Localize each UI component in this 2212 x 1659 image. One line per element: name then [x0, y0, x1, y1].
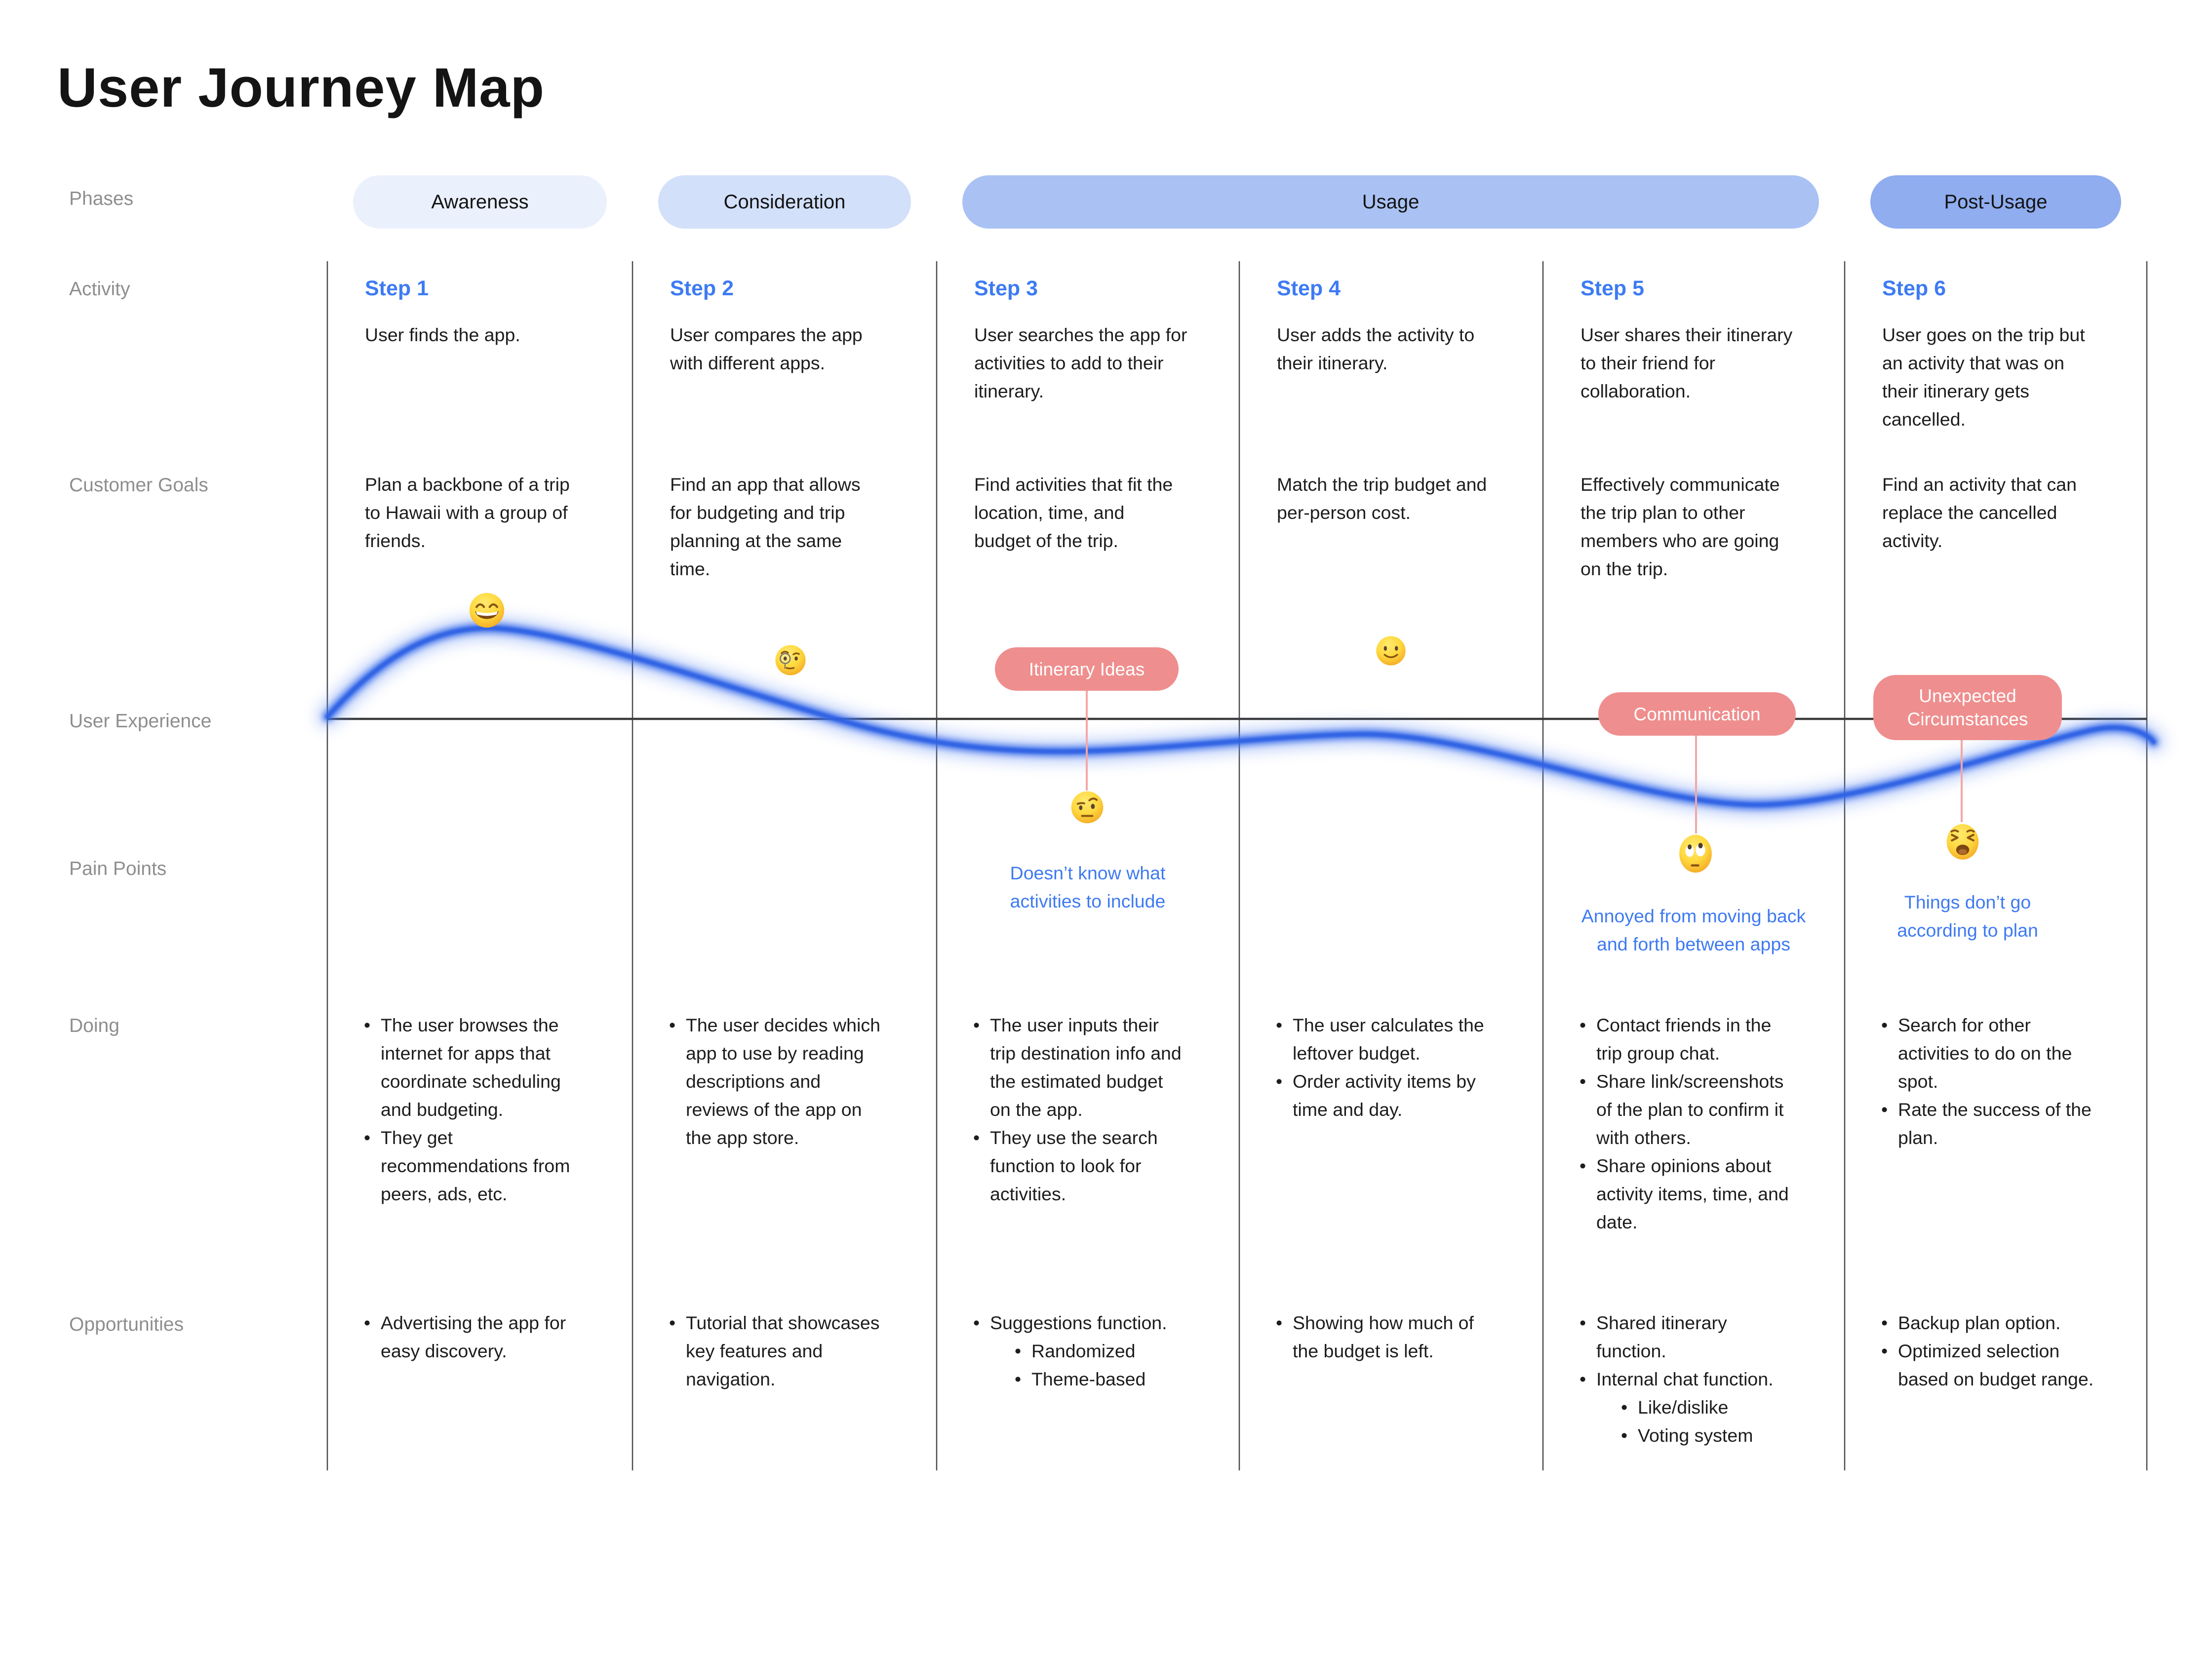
stem-line — [1695, 736, 1697, 833]
experience-wave — [317, 618, 2164, 815]
badge-itinerary-ideas: Itinerary Ideas — [995, 647, 1179, 691]
row-label-opportunities: Opportunities — [69, 1314, 184, 1335]
doing-item: Search for other activities to do on the… — [1880, 1011, 2120, 1096]
phase-pill-usage: Usage — [962, 175, 1819, 229]
badge-communication: Communication — [1598, 692, 1796, 736]
row-label-pain-points: Pain Points — [69, 858, 167, 879]
opportunities-list: Backup plan option. Optimized selection … — [1880, 1309, 2120, 1393]
row-label-user-experience: User Experience — [69, 711, 212, 732]
doing-item: Order activity items by time and day. — [1275, 1067, 1515, 1124]
step-title: Step 2 — [670, 276, 734, 300]
opportunity-subitem: Voting system — [1620, 1422, 1818, 1450]
step-title: Step 3 — [974, 276, 1038, 300]
doing-item: The user calculates the leftover budget. — [1275, 1011, 1515, 1067]
phase-label: Awareness — [431, 191, 529, 213]
row-label-doing: Doing — [69, 1015, 119, 1036]
step-title: Step 1 — [365, 276, 429, 300]
goal-text: Match the trip budget and per-person cos… — [1277, 474, 1487, 523]
emoji-grinning-face-icon — [468, 592, 506, 629]
opportunity-item: Tutorial that showcases key features and… — [668, 1309, 908, 1393]
pain-point-text: Doesn’t know what activities to include — [1010, 863, 1166, 911]
doing-item: They get recommendations from peers, ads… — [363, 1124, 603, 1208]
opportunity-item: Advertising the app for easy discovery. — [363, 1309, 603, 1365]
step-title: Step 5 — [1580, 276, 1645, 300]
doing-list: Search for other activities to do on the… — [1880, 1011, 2120, 1152]
activity-text: User searches the app for activities to … — [974, 324, 1187, 401]
opportunities-list: Suggestions function. Randomized Theme-b… — [972, 1309, 1212, 1393]
stem-line — [1961, 740, 1963, 822]
opportunity-item: Backup plan option. — [1880, 1309, 2120, 1337]
opportunity-item: Suggestions function. — [972, 1309, 1212, 1337]
doing-item: The user browses the internet for apps t… — [363, 1011, 603, 1124]
goal-text: Effectively communicate the trip plan to… — [1580, 474, 1780, 579]
phase-pill-post-usage: Post-Usage — [1870, 175, 2121, 229]
emoji-eye-roll-face-icon — [1677, 833, 1714, 874]
pain-point-text: Annoyed from moving back and forth betwe… — [1581, 906, 1806, 954]
step-title: Step 4 — [1277, 276, 1341, 300]
opportunities-list: Advertising the app for easy discovery. — [363, 1309, 603, 1365]
opportunity-subitem: Randomized — [1014, 1337, 1212, 1365]
activity-text: User shares their itinerary to their fri… — [1580, 324, 1793, 401]
opportunity-item: Shared itinerary function. — [1579, 1309, 1818, 1365]
phase-label: Usage — [1362, 191, 1420, 213]
doing-list: Contact friends in the trip group chat. … — [1579, 1011, 1818, 1236]
doing-item: Share link/screenshots of the plan to co… — [1579, 1067, 1818, 1152]
row-label-customer-goals: Customer Goals — [69, 474, 208, 496]
activity-text: User compares the app with different app… — [670, 324, 863, 373]
stem-line — [1086, 691, 1088, 790]
column-grid-lines — [326, 261, 2148, 1470]
row-label-activity: Activity — [69, 278, 130, 300]
step-title: Step 6 — [1882, 276, 1946, 300]
goal-text: Find activities that fit the location, t… — [974, 474, 1173, 551]
doing-item: They use the search function to look for… — [972, 1124, 1212, 1208]
doing-list: The user calculates the leftover budget.… — [1275, 1011, 1515, 1124]
opportunity-item: Internal chat function. — [1579, 1365, 1818, 1393]
doing-list: The user decides which app to use by rea… — [668, 1011, 908, 1152]
phase-pill-consideration: Consideration — [658, 175, 911, 229]
opportunity-item: Optimized selection based on budget rang… — [1880, 1337, 2120, 1393]
phase-label: Consideration — [723, 191, 846, 213]
doing-list: The user browses the internet for apps t… — [363, 1011, 603, 1208]
phase-pill-awareness: Awareness — [353, 175, 607, 229]
activity-text: User adds the activity to their itinerar… — [1277, 324, 1475, 373]
doing-item: Contact friends in the trip group chat. — [1579, 1011, 1818, 1067]
row-label-phases: Phases — [69, 188, 134, 209]
opportunities-list: Showing how much of the budget is left. — [1275, 1309, 1515, 1365]
doing-item: Share opinions about activity items, tim… — [1579, 1152, 1818, 1236]
goal-text: Find an activity that can replace the ca… — [1882, 474, 2077, 551]
opportunity-subitem: Theme-based — [1014, 1365, 1212, 1393]
activity-text: User goes on the trip but an activity th… — [1882, 324, 2085, 430]
badge-unexpected-circumstances: Unexpected Circumstances — [1873, 675, 2062, 740]
doing-item: Rate the success of the plan. — [1880, 1096, 2120, 1152]
opportunities-list: Shared itinerary function. Internal chat… — [1579, 1309, 1818, 1450]
page-title: User Journey Map — [57, 57, 545, 119]
doing-item: The user inputs their trip destination i… — [972, 1011, 1212, 1124]
phase-label: Post-Usage — [1944, 191, 2048, 213]
emoji-monocle-face-icon — [774, 644, 807, 676]
pain-point-text: Things don’t go according to plan — [1897, 892, 2038, 941]
emoji-weary-face-icon — [1945, 822, 1980, 862]
doing-list: The user inputs their trip destination i… — [972, 1011, 1212, 1208]
opportunity-item: Showing how much of the budget is left. — [1275, 1309, 1515, 1365]
opportunities-list: Tutorial that showcases key features and… — [668, 1309, 908, 1393]
goal-text: Plan a backbone of a trip to Hawaii with… — [365, 474, 570, 551]
goal-text: Find an app that allows for budgeting an… — [670, 474, 861, 579]
opportunity-subitem: Like/dislike — [1620, 1393, 1818, 1422]
emoji-slight-smile-face-icon — [1375, 635, 1407, 667]
doing-item: The user decides which app to use by rea… — [668, 1011, 908, 1152]
activity-text: User finds the app. — [365, 324, 520, 345]
emoji-raised-eyebrow-face-icon — [1070, 790, 1105, 825]
